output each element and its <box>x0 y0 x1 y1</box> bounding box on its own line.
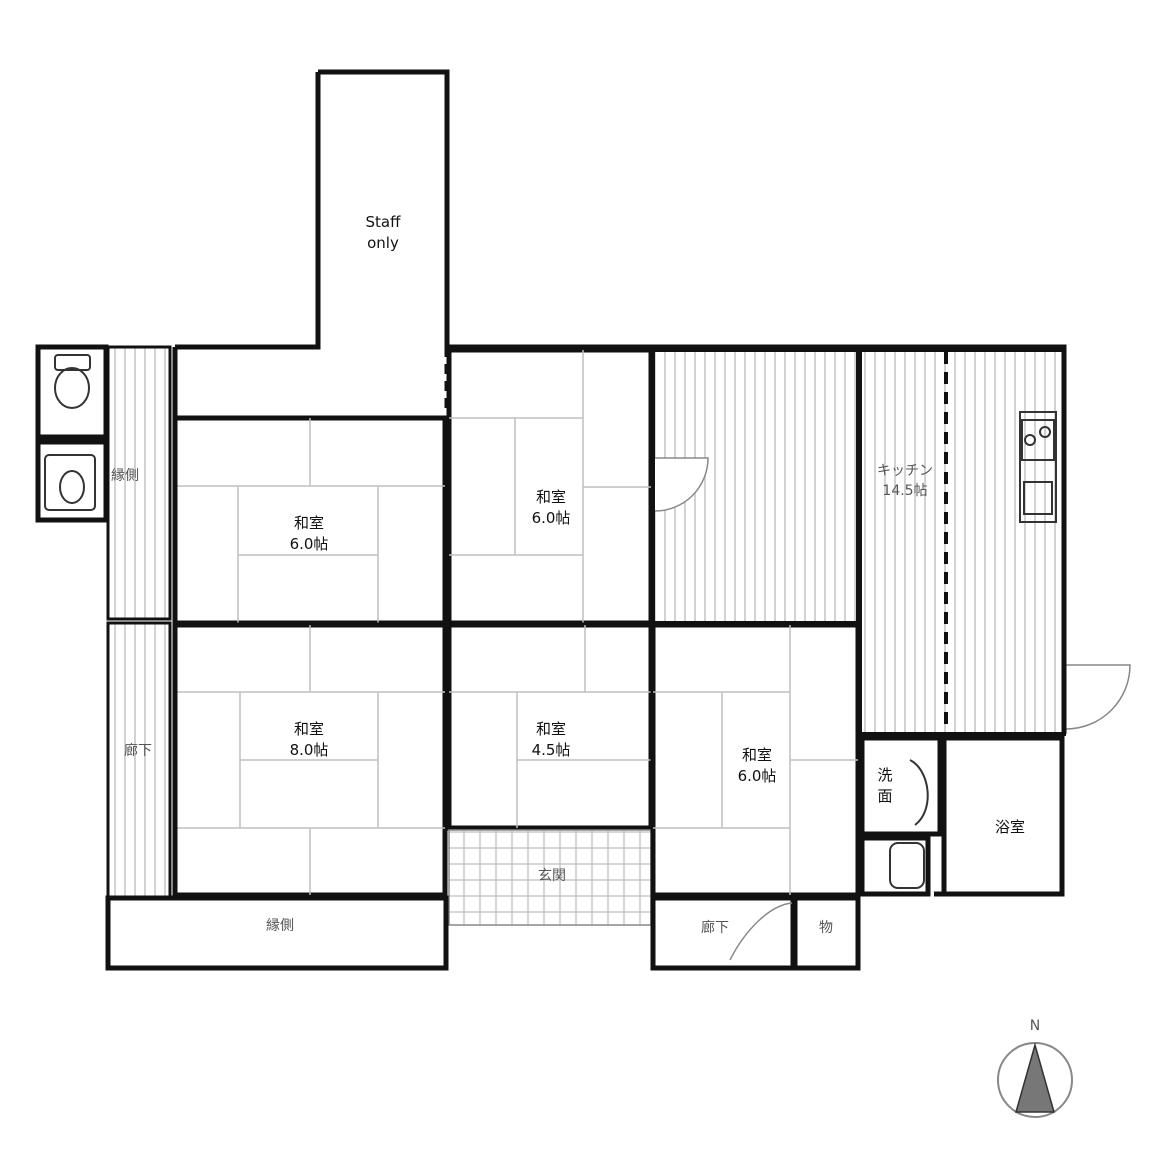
senmen: 洗 面 <box>859 735 943 897</box>
engawa-bottom-label: 縁側 <box>266 918 294 934</box>
compass-north-label: N <box>1030 1018 1040 1034</box>
north-compass: N <box>997 1018 1073 1118</box>
washitsu-bottom-mid: 和室 4.5帖 <box>446 622 654 831</box>
kitchen-name: キッチン <box>877 463 933 479</box>
compass-arrow-icon <box>1015 1042 1055 1113</box>
rouka-label: 廊下 <box>701 919 729 936</box>
mono-label: 物 <box>819 920 833 936</box>
washitsu-bottom-right: 和室 6.0帖 <box>650 622 861 898</box>
washitsu-top-left-name: 和室 <box>294 514 324 532</box>
washitsu-top-left-size: 6.0帖 <box>290 535 329 553</box>
washitsu-top-mid-name: 和室 <box>536 488 566 506</box>
engawa-top-label: 縁側 <box>111 468 139 484</box>
washitsu-bottom-left-size: 8.0帖 <box>290 741 329 759</box>
staff-label-line1: Staff <box>366 213 402 231</box>
toilet-top-left <box>35 344 109 440</box>
bath: 浴室 <box>941 735 1065 897</box>
washitsu-bottom-right-size: 6.0帖 <box>738 767 777 785</box>
washitsu-bottom-left: 和室 8.0帖 <box>172 622 448 898</box>
rouka: 廊下 物 <box>650 895 861 971</box>
washitsu-bottom-mid-size: 4.5帖 <box>532 741 571 759</box>
genkan: 玄関 <box>448 829 652 926</box>
staff-label-line2: only <box>367 234 399 252</box>
washitsu-bottom-left-name: 和室 <box>294 720 324 738</box>
outer-walls <box>172 344 1067 897</box>
bottom-corridor: 縁側 <box>105 895 449 971</box>
senmen-line2: 面 <box>877 787 892 805</box>
kitchen-area: キッチン 14.5帖 <box>651 348 1131 736</box>
engawa-left-label: 廊下 <box>124 742 152 759</box>
washitsu-bottom-right-name: 和室 <box>742 746 772 764</box>
left-corridor: 縁側 廊下 <box>106 345 172 900</box>
senmen-line1: 洗 <box>877 766 892 784</box>
washitsu-bottom-mid-name: 和室 <box>536 720 566 738</box>
washitsu-top-mid-size: 6.0帖 <box>532 509 571 527</box>
staff-only-room: Staff only <box>175 69 450 350</box>
genkan-label: 玄関 <box>538 867 566 884</box>
washitsu-top-left: 和室 6.0帖 <box>172 415 448 626</box>
washitsu-top-mid: 和室 6.0帖 <box>446 347 654 626</box>
bath-name: 浴室 <box>995 818 1025 836</box>
kitchen-size: 14.5帖 <box>882 483 927 499</box>
washbasin-top-left <box>35 439 109 523</box>
